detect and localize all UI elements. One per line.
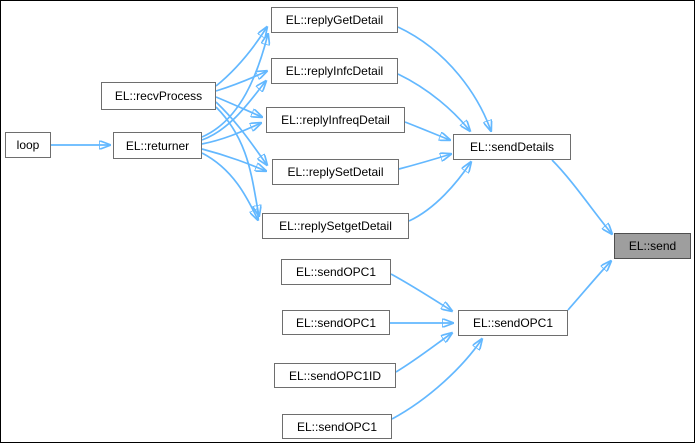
edge-replyGetDetail-sendDetails xyxy=(397,26,491,131)
node-sendopc1-caller3[interactable]: EL::sendOPC1 xyxy=(282,414,392,439)
node-send-current: EL::send xyxy=(614,233,691,259)
edge-sendOPC1ID-sendOPC1 xyxy=(395,333,452,373)
node-sendopc1-caller1[interactable]: EL::sendOPC1 xyxy=(281,259,391,285)
edge-recvProcess-replySetDetail xyxy=(215,101,267,165)
edge-replyInfcDetail-sendDetails xyxy=(397,73,470,131)
node-sendopc1-mid[interactable]: EL::sendOPC1 xyxy=(458,310,568,336)
edge-returner-replyInfcDetail xyxy=(201,81,266,141)
edge-sendOPC1-caller1-sendOPC1 xyxy=(390,273,452,311)
edge-sendDetails-send xyxy=(551,159,612,234)
edge-returner-replyGetDetail xyxy=(201,34,268,138)
node-recvprocess[interactable]: EL::recvProcess xyxy=(101,82,216,110)
edge-sendOPC1-caller3-sendOPC1 xyxy=(391,339,482,420)
edge-recvProcess-replyGetDetail xyxy=(215,27,267,87)
node-replysetdetail[interactable]: EL::replySetDetail xyxy=(272,159,399,185)
edge-recvProcess-replyInfreqDetail xyxy=(215,96,262,117)
edge-returner-replyInfreqDetail xyxy=(201,123,261,145)
edge-recvProcess-replySetgetDetail xyxy=(215,106,259,216)
edge-recvProcess-replyInfcDetail xyxy=(215,71,267,92)
node-replyinfcdetail[interactable]: EL::replyInfcDetail xyxy=(271,58,398,84)
node-sendopc1-caller2[interactable]: EL::sendOPC1 xyxy=(282,310,390,335)
edge-returner-replySetgetDetail xyxy=(201,152,258,220)
node-loop[interactable]: loop xyxy=(5,132,51,158)
edge-replySetgetDetail-sendDetails xyxy=(408,162,471,222)
node-replysetgetdetail[interactable]: EL::replySetgetDetail xyxy=(262,213,409,239)
edge-returner-replySetDetail xyxy=(201,148,266,171)
node-returner[interactable]: EL::returner xyxy=(113,132,202,159)
edge-replyInfreqDetail-sendDetails xyxy=(404,121,450,140)
edge-replySetDetail-sendDetails xyxy=(398,154,451,170)
edge-sendOPC1-send xyxy=(567,261,611,311)
node-sendopc1id[interactable]: EL::sendOPC1ID xyxy=(274,363,396,388)
node-replyinfreqdetail[interactable]: EL::replyInfreqDetail xyxy=(266,107,405,133)
node-senddetails[interactable]: EL::sendDetails xyxy=(453,134,571,160)
node-replygetdetail[interactable]: EL::replyGetDetail xyxy=(271,7,398,33)
